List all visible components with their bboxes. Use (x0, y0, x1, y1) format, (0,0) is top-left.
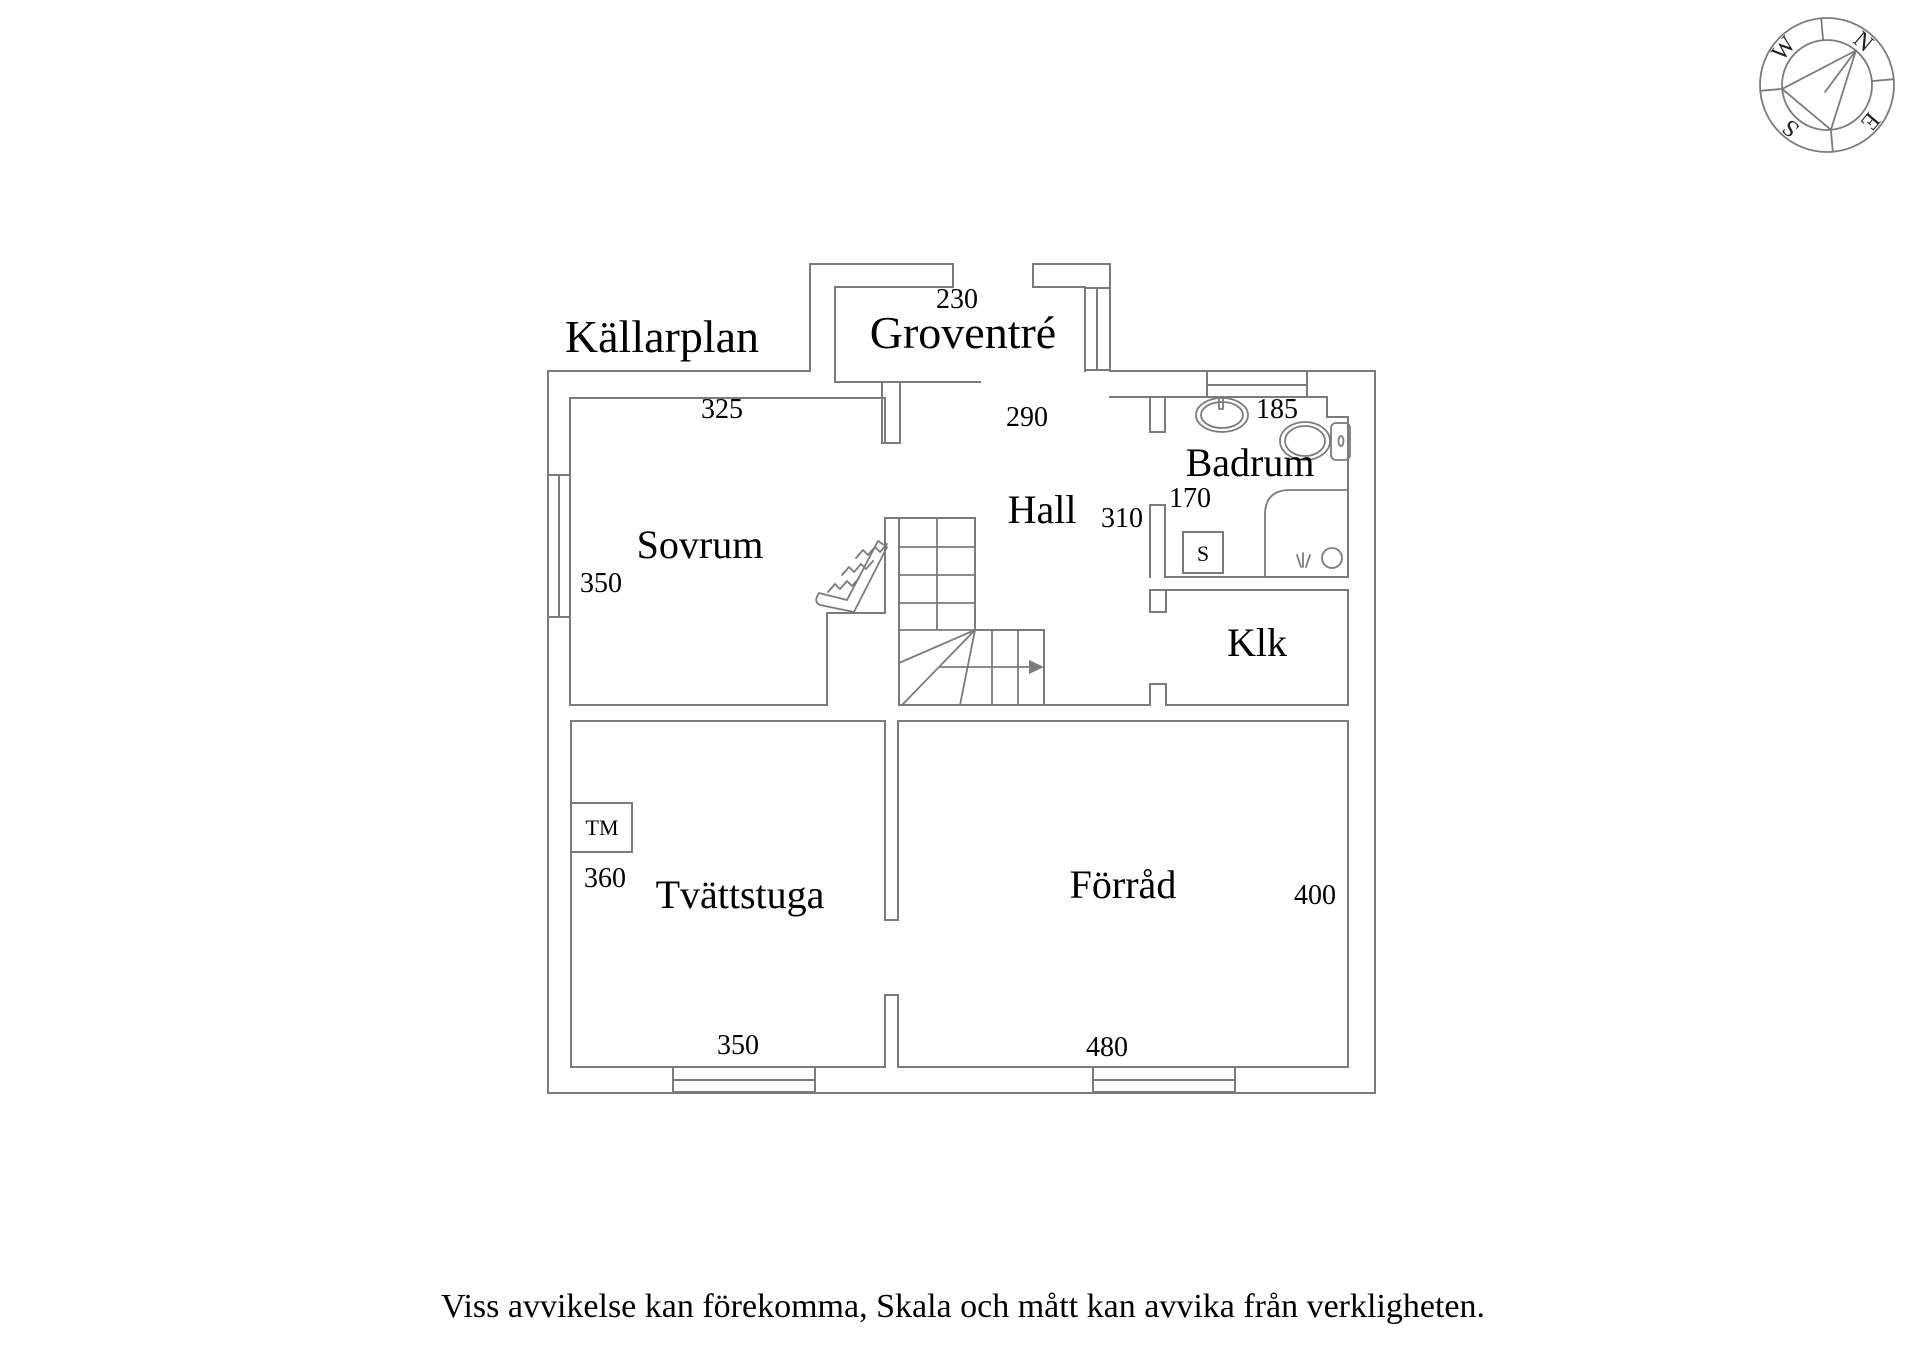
dim-hall-top: 290 (1006, 402, 1048, 433)
room-label-groventre: Groventré (870, 307, 1056, 358)
walls (547, 263, 1376, 1094)
compass-s: S (1778, 114, 1805, 143)
badrum-cabinet (1182, 531, 1224, 574)
compass-rose-icon: N E S W (1759, 17, 1895, 153)
dim-tvattstuga-bottom: 350 (717, 1030, 759, 1061)
outer-wall (547, 263, 1376, 1094)
compass-e: E (1855, 107, 1884, 135)
tvattstuga-wall (570, 720, 899, 1068)
stairs-icon (898, 517, 1045, 706)
dim-groventre-width: 230 (936, 284, 978, 315)
washing-machine (570, 802, 633, 853)
dim-tvattstuga-left: 360 (584, 863, 626, 894)
dim-hall-right: 310 (1101, 503, 1143, 534)
dim-forrad-bottom: 480 (1086, 1032, 1128, 1063)
badrum-top-right-wall (1109, 396, 1349, 578)
room-label-forrad: Förråd (1070, 862, 1177, 907)
compass-needle (1781, 49, 1857, 131)
badrum-window (1206, 370, 1308, 398)
room-label-badrum: Badrum (1186, 440, 1315, 485)
dim-badrum-top: 185 (1256, 394, 1298, 425)
sovrum-wall (569, 397, 886, 706)
forrad-wall (897, 720, 1349, 1068)
badrum-left-wall (1149, 396, 1166, 578)
dim-forrad-right: 400 (1294, 880, 1336, 911)
klk-wall (1149, 589, 1349, 706)
vestibule-wall-stub (881, 381, 901, 444)
room-label-sovrum: Sovrum (637, 522, 764, 567)
tvattstuga-bottom-window (672, 1066, 816, 1093)
disclaimer-text: Viss avvikelse kan förekomma, Skala och … (441, 1288, 1485, 1325)
sink-icon (1195, 396, 1249, 433)
shower-icon (1264, 489, 1349, 578)
hall-bottom-wall (1043, 683, 1349, 706)
radiator-icon (815, 540, 888, 613)
dim-badrum-left: 170 (1169, 483, 1211, 514)
groventre-inner-wall-left (834, 286, 981, 383)
room-label-tvattstuga: Tvättstuga (656, 872, 825, 917)
dim-sovrum-left: 350 (580, 568, 622, 599)
compass-w: W (1767, 32, 1802, 66)
room-label-hall: Hall (1008, 487, 1077, 532)
dim-sovrum-top: 325 (701, 394, 743, 425)
page-title: Källarplan (565, 311, 759, 362)
toilet-icon (1279, 421, 1351, 461)
sovrum-window (547, 474, 571, 618)
cabinet-label: S (1197, 541, 1209, 566)
entrance-window (1084, 287, 1111, 371)
forrad-bottom-window (1092, 1066, 1236, 1093)
stair-arrow-head (1029, 660, 1044, 674)
room-label-klk: Klk (1227, 620, 1287, 665)
washing-machine-label: TM (586, 815, 619, 840)
